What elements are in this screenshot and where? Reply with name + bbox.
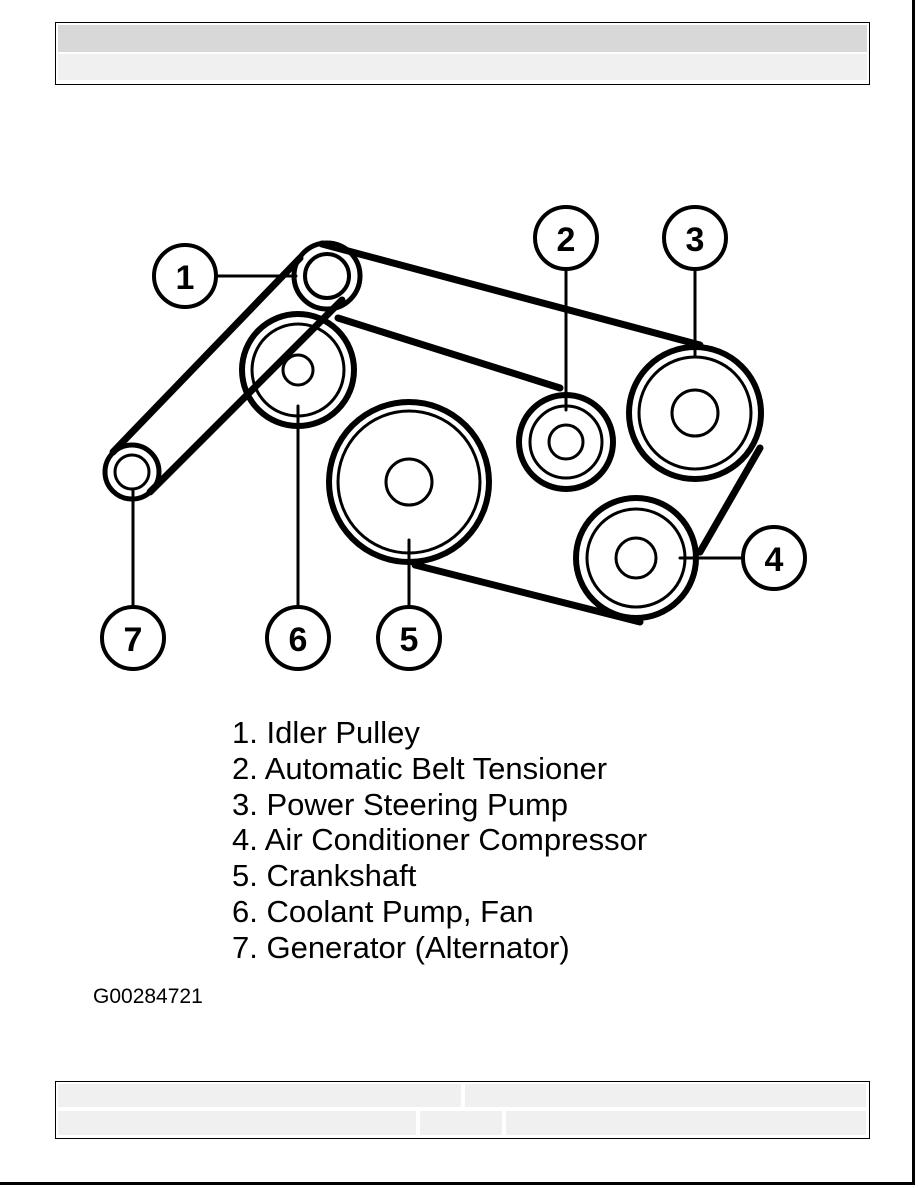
legend-item: 5. Crankshaft xyxy=(232,858,417,894)
footer-cell xyxy=(465,1084,866,1107)
callout-circle-4 xyxy=(741,525,807,591)
header-row-top xyxy=(58,25,867,53)
callout-circles xyxy=(100,205,807,671)
power-steering-pulley xyxy=(626,344,764,482)
footer-cell xyxy=(420,1111,502,1135)
footer-cell xyxy=(506,1111,866,1135)
header-bar xyxy=(55,22,870,85)
legend-item: 3. Power Steering Pump xyxy=(232,786,569,822)
ac-compressor-pulley xyxy=(573,495,699,621)
callout-number-1: 1 xyxy=(176,259,195,297)
callout-circle-6 xyxy=(265,605,331,671)
callout-number-5: 5 xyxy=(400,621,419,659)
leader-lines xyxy=(131,268,744,608)
callout-number-2: 2 xyxy=(557,221,576,259)
callout-circle-7 xyxy=(100,605,166,671)
footer-cell xyxy=(58,1111,416,1135)
callout-circle-1 xyxy=(152,243,218,309)
parts-legend: 1. Idler Pulley 2. Automatic Belt Tensio… xyxy=(232,715,647,966)
callout-number-6: 6 xyxy=(289,621,308,659)
legend-item: 1. Idler Pulley xyxy=(232,715,420,750)
callout-circle-3 xyxy=(662,205,728,271)
footer-bar xyxy=(55,1081,870,1139)
callout-number-3: 3 xyxy=(686,221,705,259)
legend-item: 6. Coolant Pump, Fan xyxy=(232,893,534,929)
figure-id: G00284721 xyxy=(93,985,203,1008)
callout-number-7: 7 xyxy=(124,621,143,659)
crankshaft-pulley xyxy=(326,399,492,565)
callout-circle-2 xyxy=(533,205,599,271)
legend-item: 4. Air Conditioner Compressor xyxy=(232,822,648,858)
callout-circle-5 xyxy=(376,605,442,671)
legend-item: 2. Automatic Belt Tensioner xyxy=(232,750,608,786)
legend-item: 7. Generator (Alternator) xyxy=(232,929,570,965)
footer-cell xyxy=(58,1084,461,1107)
callout-number-4: 4 xyxy=(765,541,784,579)
header-row-bottom xyxy=(58,54,867,80)
drive-belt xyxy=(109,240,764,626)
idler-pulley xyxy=(291,240,363,312)
